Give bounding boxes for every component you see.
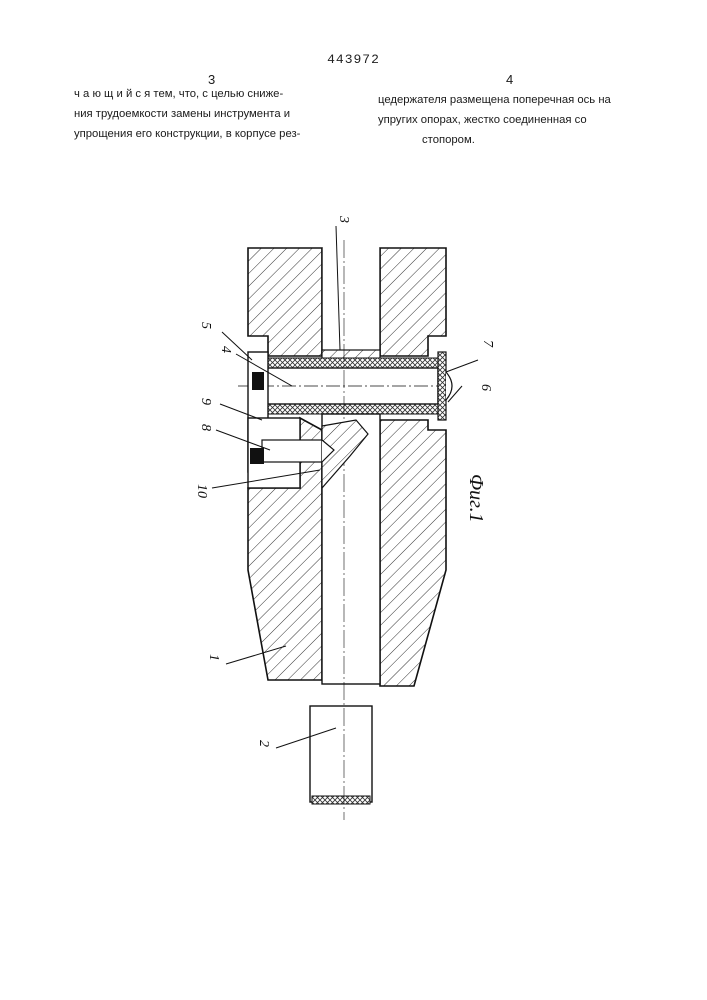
label-6: 6 (478, 384, 493, 391)
label-10: 10 (194, 484, 209, 498)
head-part-7 (438, 352, 446, 420)
label-3: 3 (336, 215, 351, 223)
label-7: 7 (480, 340, 495, 348)
head-dome-6 (446, 372, 452, 400)
figure-caption: Фиг.1 (465, 474, 487, 523)
label-5: 5 (198, 322, 213, 329)
stopper-8 (262, 440, 322, 462)
label-4: 4 (218, 346, 233, 353)
body-right-lower (380, 420, 446, 686)
body-right-half (380, 248, 446, 356)
label-2: 2 (256, 740, 271, 747)
body-left-half (248, 248, 322, 356)
label-1: 1 (206, 654, 221, 661)
elastic-support-bottom (268, 404, 438, 414)
bore (322, 248, 380, 356)
elastic-support-top (268, 358, 438, 368)
tool-2-blade (310, 706, 372, 802)
label-9: 9 (198, 398, 213, 405)
label-8: 8 (198, 424, 213, 431)
